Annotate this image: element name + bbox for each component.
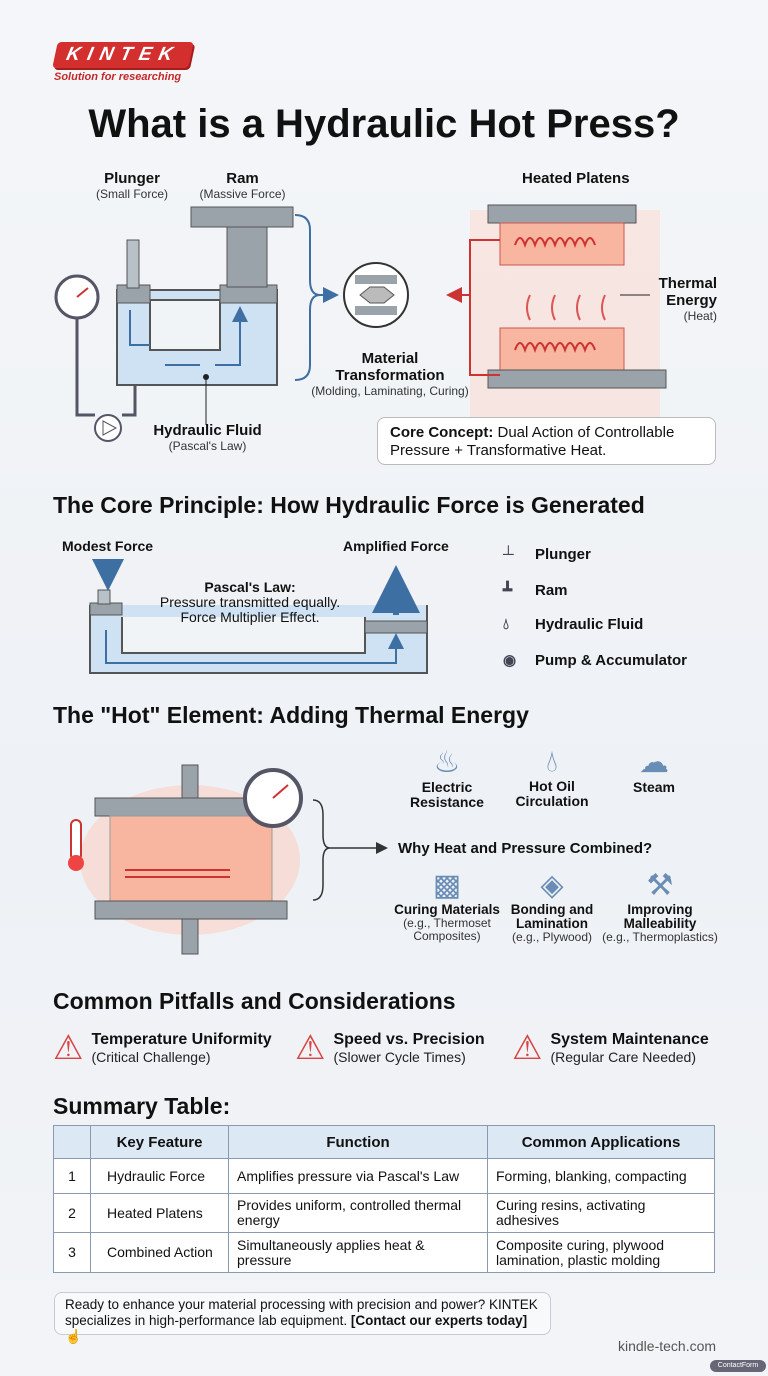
- fluid-sub: (Pascal's Law): [168, 439, 247, 453]
- core-concept-callout: Core Concept: Dual Action of Controllabl…: [377, 417, 716, 465]
- legend-plunger: ┴Plunger: [503, 546, 591, 563]
- concept-text: Dual Action of Controllable Pressure + T…: [390, 424, 675, 459]
- pump-icon: ◉: [503, 652, 517, 669]
- hammer-icon: ⚒: [646, 869, 674, 902]
- ram-icon: ┻: [503, 582, 513, 599]
- legend-fluid: 💧︎Hydraulic Fluid: [503, 616, 644, 633]
- hot-heading: The "Hot" Element: Adding Thermal Energy: [53, 702, 529, 728]
- pressure-gauge-icon: [54, 274, 100, 320]
- layers-icon: ◈: [540, 869, 564, 902]
- page-title: What is a Hydraulic Hot Press?: [88, 102, 680, 146]
- cloud-icon: ☁: [639, 746, 669, 779]
- hand-pointer-icon: ☝: [65, 1329, 82, 1344]
- thermometer-icon: [68, 819, 84, 871]
- cta-box: Ready to enhance your material processin…: [54, 1292, 551, 1344]
- material-sub: (Molding, Laminating, Curing): [311, 384, 469, 398]
- hot-press-diagram: [68, 764, 388, 955]
- droplet-icon: 💧︎: [546, 745, 558, 778]
- warning-icon: ⚠: [295, 1029, 326, 1067]
- pascal-diagram: [89, 559, 428, 674]
- pitfall-item: ⚠Speed vs. Precision(Slower Cycle Times): [295, 1029, 485, 1067]
- warning-icon: ⚠: [53, 1029, 84, 1067]
- composite-icon: ▩: [432, 869, 462, 902]
- thermal-label: Thermal Energy: [658, 275, 717, 309]
- pascal-title: Pascal's Law:: [204, 579, 296, 595]
- modest-force-label: Modest Force: [62, 538, 154, 554]
- why-heading: Why Heat and Pressure Combined?: [398, 840, 653, 857]
- plunger-sub: (Small Force): [95, 187, 168, 201]
- plunger-label: Plunger: [104, 170, 160, 187]
- principle-heading: The Core Principle: How Hydraulic Force …: [53, 492, 645, 518]
- hydraulic-vessel: [116, 206, 294, 425]
- fluid-label: Hydraulic Fluid: [153, 422, 262, 439]
- logo: KINTEK: [52, 42, 194, 68]
- material-label: Material Transformation: [335, 350, 445, 384]
- cta-text: Ready to enhance your material processin…: [65, 1297, 538, 1328]
- plunger-icon: ┴: [503, 546, 514, 563]
- pascal-line1: Pressure transmitted equally.: [159, 594, 341, 610]
- thermal-sub: (Heat): [683, 309, 717, 323]
- legend-ram: ┻Ram: [503, 581, 568, 600]
- droplet-icon: 💧︎: [503, 616, 510, 633]
- platens-label: Heated Platens: [522, 170, 630, 187]
- summary-heading: Summary Table:: [53, 1093, 231, 1119]
- method-steam: ☁Steam: [614, 745, 694, 795]
- flame-icon: ♨: [433, 746, 461, 779]
- ram-label: Ram: [226, 170, 259, 187]
- warning-icon: ⚠: [512, 1029, 543, 1067]
- contact-link[interactable]: [Contact our experts today]: [350, 1313, 528, 1328]
- material-icon: [343, 262, 409, 328]
- contact-form-badge[interactable]: ContactForm: [710, 1360, 766, 1372]
- logo-tagline: Solution for researching: [54, 71, 182, 83]
- pitfall-item: ⚠Temperature Uniformity(Critical Challen…: [53, 1029, 272, 1067]
- legend-pump: ◉Pump & Accumulator: [503, 651, 687, 670]
- ram-sub: (Massive Force): [199, 187, 286, 201]
- pitfall-item: ⚠System Maintenance(Regular Care Needed): [512, 1029, 709, 1067]
- heated-platens: [450, 204, 667, 440]
- concept-bold: Core Concept:: [390, 424, 494, 441]
- pascal-line2: Force Multiplier Effect.: [180, 609, 320, 625]
- hydraulic-press-diagram: [54, 204, 667, 442]
- site-url[interactable]: kindle-tech.com: [618, 1338, 717, 1354]
- gauge-icon: [243, 768, 303, 828]
- pitfalls-heading: Common Pitfalls and Considerations: [53, 988, 456, 1014]
- pump-icon: [94, 414, 122, 442]
- amplified-force-label: Amplified Force: [343, 538, 449, 554]
